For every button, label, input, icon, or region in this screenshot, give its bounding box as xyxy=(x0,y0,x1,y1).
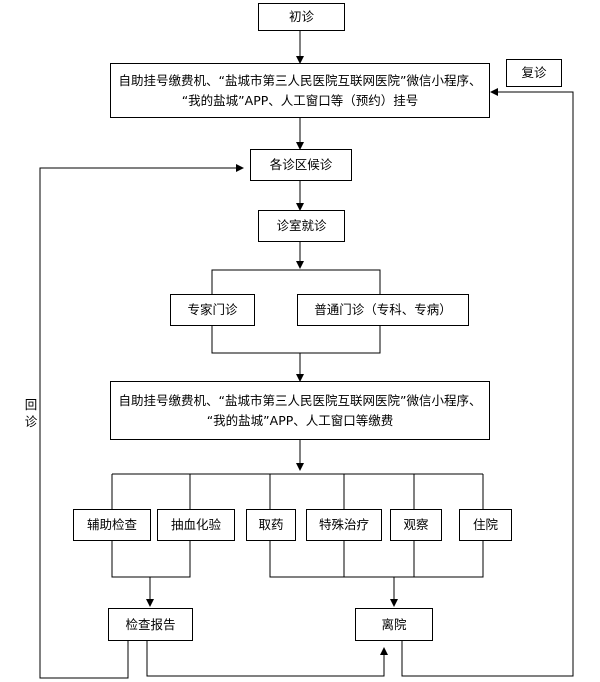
merge-to-report xyxy=(111,541,191,578)
aux-exam-label: 辅助检查 xyxy=(86,517,137,532)
merge-bracket xyxy=(211,326,381,354)
blood-test-box: 抽血化验 xyxy=(157,509,235,541)
special-treatment-box: 特殊治疗 xyxy=(306,509,382,541)
wait-label: 各诊区候诊 xyxy=(269,157,333,172)
special-treatment-label: 特殊治疗 xyxy=(318,517,369,532)
arrow-return-to-register xyxy=(490,88,574,663)
discharge-label: 离院 xyxy=(381,616,407,632)
first-visit-label: 初诊 xyxy=(288,9,314,24)
aux-exam-box: 辅助检查 xyxy=(73,509,151,541)
register-line-1: 自助挂号缴费机、“盐城市第三人民医院互联网医院”微信小程序、 xyxy=(118,72,482,88)
report-box: 检查报告 xyxy=(108,608,193,641)
register-line-2: “我的盐城”APP、人工窗口等（预约）挂号 xyxy=(181,92,419,108)
observation-label: 观察 xyxy=(403,517,429,532)
return-visit-box: 复诊 xyxy=(506,59,562,87)
general-clinic-box: 普通门诊（专科、专病） xyxy=(297,294,469,326)
arrow-report-to-discharge xyxy=(146,641,388,677)
general-clinic-label: 普通门诊（专科、专病） xyxy=(314,302,452,317)
split-bracket xyxy=(211,269,381,294)
payment-box: 自助挂号缴费机、“盐城市第三人民医院互联网医院”微信小程序、 “我的盐城”APP… xyxy=(110,381,490,440)
hospitalization-box: 住院 xyxy=(459,509,512,541)
medicine-label: 取药 xyxy=(258,517,284,532)
expert-clinic-box: 专家门诊 xyxy=(170,294,255,326)
return-visit-label: 复诊 xyxy=(521,65,547,80)
consult-label: 诊室就诊 xyxy=(276,218,327,233)
hospitalization-label: 住院 xyxy=(472,517,498,532)
blood-test-label: 抽血化验 xyxy=(170,517,221,532)
payment-line-1: 自助挂号缴费机、“盐城市第三人民医院互联网医院”微信小程序、 xyxy=(118,392,482,408)
merge-to-discharge xyxy=(269,541,484,578)
discharge-box: 离院 xyxy=(355,608,433,641)
medicine-box: 取药 xyxy=(246,509,296,541)
report-label: 检查报告 xyxy=(125,616,176,632)
payment-line-2: “我的盐城”APP、人工窗口等缴费 xyxy=(206,412,394,428)
consult-box: 诊室就诊 xyxy=(258,210,345,242)
expert-clinic-label: 专家门诊 xyxy=(187,302,238,317)
line-discharge-to-return xyxy=(401,641,574,677)
arrow-report-to-wait xyxy=(39,164,244,679)
return-consult-label: 回诊 xyxy=(24,397,38,429)
wait-box: 各诊区候诊 xyxy=(250,149,352,181)
first-visit-box: 初诊 xyxy=(258,3,345,31)
observation-box: 观察 xyxy=(390,509,442,541)
register-box: 自助挂号缴费机、“盐城市第三人民医院互联网医院”微信小程序、 “我的盐城”APP… xyxy=(110,63,490,118)
